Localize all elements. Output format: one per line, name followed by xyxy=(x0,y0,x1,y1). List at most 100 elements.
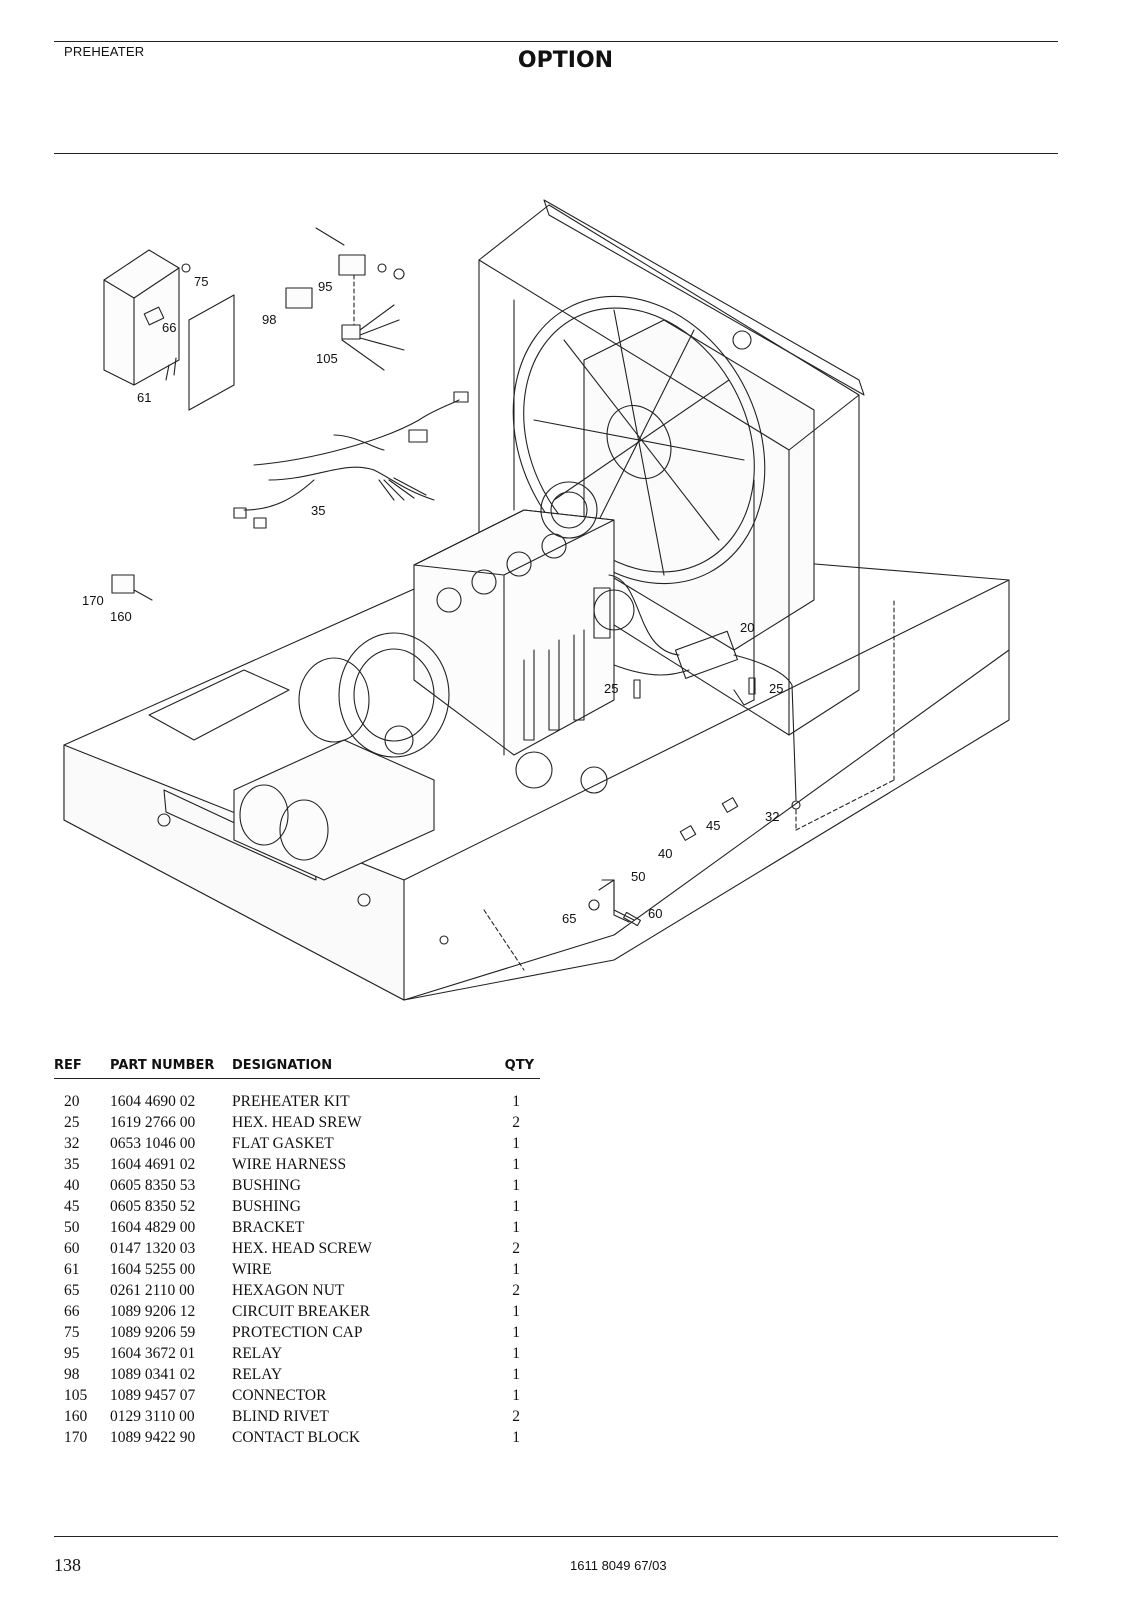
column-header-ref: REF xyxy=(54,1058,110,1079)
designation-cell: WIRE HARNESS xyxy=(232,1155,347,1173)
document-number: 1611 8049 67/03 xyxy=(570,1558,667,1573)
callout: 25 xyxy=(604,681,618,696)
contact-block xyxy=(111,574,153,601)
designation-cell: WIRE xyxy=(232,1260,272,1278)
ref-cell: 25 xyxy=(64,1113,80,1131)
designation-cell: HEX. HEAD SCREW xyxy=(232,1239,372,1257)
page-number: 138 xyxy=(54,1555,81,1575)
fan xyxy=(512,295,766,585)
ref-cell: 105 xyxy=(64,1386,88,1404)
qty-cell: 1 xyxy=(512,1260,520,1278)
part-number-cell: 1604 4829 00 xyxy=(110,1218,196,1236)
callout: 60 xyxy=(648,906,662,921)
part-number-cell: 0261 2110 00 xyxy=(110,1281,195,1299)
qty-cell: 1 xyxy=(512,1134,520,1152)
designation-cell: PROTECTION CAP xyxy=(232,1323,363,1341)
footer-rule xyxy=(54,1536,1058,1537)
part-number-cell: 0605 8350 52 xyxy=(110,1197,196,1215)
designation-cell: CIRCUIT BREAKER xyxy=(232,1302,370,1320)
header-bottom-rule xyxy=(54,153,1058,154)
callout: 32 xyxy=(765,809,779,824)
ref-cell: 60 xyxy=(64,1239,80,1257)
callout: 40 xyxy=(658,846,672,861)
qty-cell: 1 xyxy=(512,1323,520,1341)
table-row: 45 0605 8350 52 BUSHING 1 xyxy=(54,1196,540,1217)
designation-cell: PREHEATER KIT xyxy=(232,1092,350,1110)
table-row: 160 0129 3110 00 BLIND RIVET 2 xyxy=(54,1406,540,1427)
qty-cell: 2 xyxy=(512,1407,520,1425)
callout: 50 xyxy=(631,869,645,884)
ref-cell: 170 xyxy=(64,1428,88,1446)
column-header-part-number: PART NUMBER xyxy=(110,1058,232,1079)
designation-cell: BRACKET xyxy=(232,1218,305,1236)
designation-cell: BLIND RIVET xyxy=(232,1407,329,1425)
part-number-cell: 0653 1046 00 xyxy=(110,1134,196,1152)
ref-cell: 95 xyxy=(64,1344,80,1362)
callout: 65 xyxy=(562,911,576,926)
table-row: 170 1089 9422 90 CONTACT BLOCK 1 xyxy=(54,1427,540,1448)
relays xyxy=(285,227,405,371)
base-frame xyxy=(63,539,1010,1001)
ref-cell: 20 xyxy=(64,1092,80,1110)
part-number-cell: 0605 8350 53 xyxy=(110,1176,196,1194)
ref-cell: 160 xyxy=(64,1407,88,1425)
part-number-cell: 1089 9422 90 xyxy=(110,1428,196,1446)
part-number-cell: 0147 1320 03 xyxy=(110,1239,196,1257)
qty-cell: 1 xyxy=(512,1218,520,1236)
designation-cell: BUSHING xyxy=(232,1197,301,1215)
qty-cell: 1 xyxy=(512,1302,520,1320)
part-number-cell: 1089 9206 12 xyxy=(110,1302,196,1320)
ref-cell: 45 xyxy=(64,1197,80,1215)
engine xyxy=(413,481,635,756)
designation-cell: HEXAGON NUT xyxy=(232,1281,345,1299)
preheater-kit xyxy=(608,574,895,831)
qty-cell: 1 xyxy=(512,1386,520,1404)
qty-cell: 1 xyxy=(512,1155,520,1173)
part-number-cell: 1604 4690 02 xyxy=(110,1092,196,1110)
callout: 45 xyxy=(706,818,720,833)
callout: 105 xyxy=(316,351,338,366)
bracket xyxy=(598,879,630,923)
wire-harness xyxy=(233,391,469,529)
callout: 75 xyxy=(194,274,208,289)
ref-cell: 32 xyxy=(64,1134,80,1152)
qty-cell: 2 xyxy=(512,1239,520,1257)
page-title: OPTION xyxy=(517,48,614,73)
callout: 66 xyxy=(162,320,176,335)
designation-cell: CONTACT BLOCK xyxy=(232,1428,361,1446)
callout: 25 xyxy=(769,681,783,696)
callout: 61 xyxy=(137,390,151,405)
qty-cell: 2 xyxy=(512,1281,520,1299)
callout: 35 xyxy=(311,503,325,518)
column-header-designation: DESIGNATION xyxy=(232,1058,478,1079)
electrical-box xyxy=(103,249,235,411)
designation-cell: HEX. HEAD SREW xyxy=(232,1113,362,1131)
qty-cell: 1 xyxy=(512,1344,520,1362)
part-number-cell: 1604 4691 02 xyxy=(110,1155,196,1173)
qty-cell: 1 xyxy=(512,1176,520,1194)
callout-labels: 20 25 25 32 35 40 45 50 60 61 65 66 75 9… xyxy=(82,274,783,926)
part-number-cell: 1089 0341 02 xyxy=(110,1365,196,1383)
qty-cell: 1 xyxy=(512,1428,520,1446)
qty-cell: 1 xyxy=(512,1197,520,1215)
callout: 160 xyxy=(110,609,132,624)
part-number-cell: 0129 3110 00 xyxy=(110,1407,195,1425)
compressor-element xyxy=(233,632,450,881)
header-top-rule xyxy=(54,41,1058,42)
designation-cell: CONNECTOR xyxy=(232,1386,327,1404)
table-row: 60 0147 1320 03 HEX. HEAD SCREW 2 xyxy=(54,1238,540,1259)
ref-cell: 61 xyxy=(64,1260,80,1278)
qty-cell: 1 xyxy=(512,1365,520,1383)
designation-cell: RELAY xyxy=(232,1344,283,1362)
